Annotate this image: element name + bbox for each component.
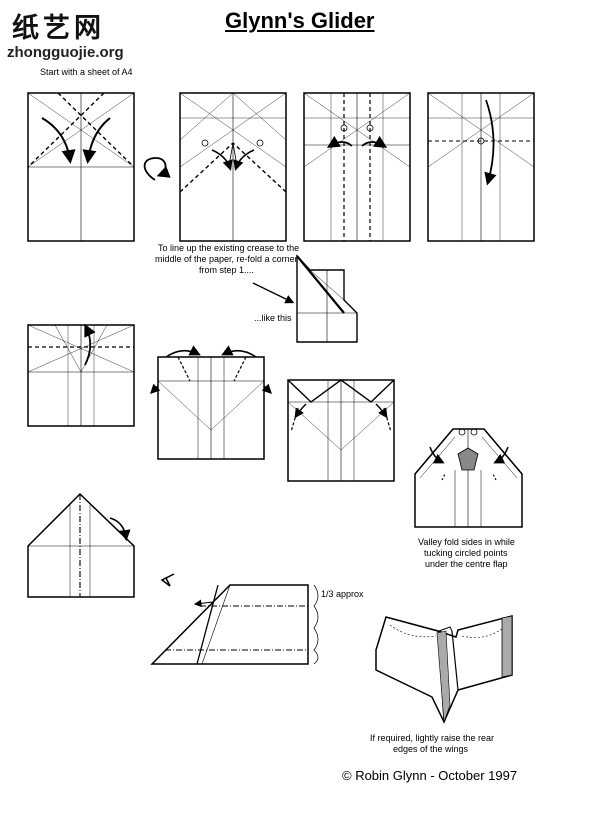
- logo-url: zhongguojie.org: [7, 44, 124, 61]
- valley-fold-line-3: under the centre flap: [425, 559, 508, 569]
- copyright-credit: © Robin Glynn - October 1997: [342, 768, 518, 783]
- step-4-diagram: [427, 92, 535, 242]
- step-5-instruction-line-2: middle of the paper, re-fold a corner: [155, 254, 298, 264]
- step-9-diagram: [414, 428, 523, 528]
- step-6-diagram: [27, 323, 135, 427]
- third-approx-note: 1/3 approx: [321, 589, 364, 599]
- like-this-note: ...like this: [254, 313, 292, 323]
- step-10-diagram: [27, 492, 135, 598]
- turn-over-icon: [143, 157, 171, 181]
- step-5-instruction-line-3: from step 1....: [199, 265, 255, 275]
- step-5-detail-diagram: [252, 254, 358, 343]
- step-8-diagram: [287, 379, 395, 482]
- step-3-diagram: [303, 92, 411, 242]
- step-2-diagram: [179, 92, 287, 242]
- raise-wings-line-1: If required, lightly raise the rear: [370, 733, 495, 743]
- step-11-diagram: [150, 584, 319, 665]
- page-title: Glynn's Glider: [225, 8, 375, 33]
- step-5-instruction-line-1: To line up the existing crease to the: [158, 243, 300, 253]
- rotate-icon: [160, 573, 175, 587]
- start-note: Start with a sheet of A4: [40, 67, 133, 77]
- step-7-diagram: [150, 345, 272, 460]
- step-1-diagram: [27, 92, 135, 242]
- raise-wings-line-2: edges of the wings: [393, 744, 469, 754]
- valley-fold-line-1: Valley fold sides in while: [418, 537, 515, 547]
- final-glider-diagram: [375, 615, 513, 724]
- logo-chinese-text: 纸艺网: [12, 13, 105, 44]
- valley-fold-line-2: tucking circled points: [424, 548, 508, 558]
